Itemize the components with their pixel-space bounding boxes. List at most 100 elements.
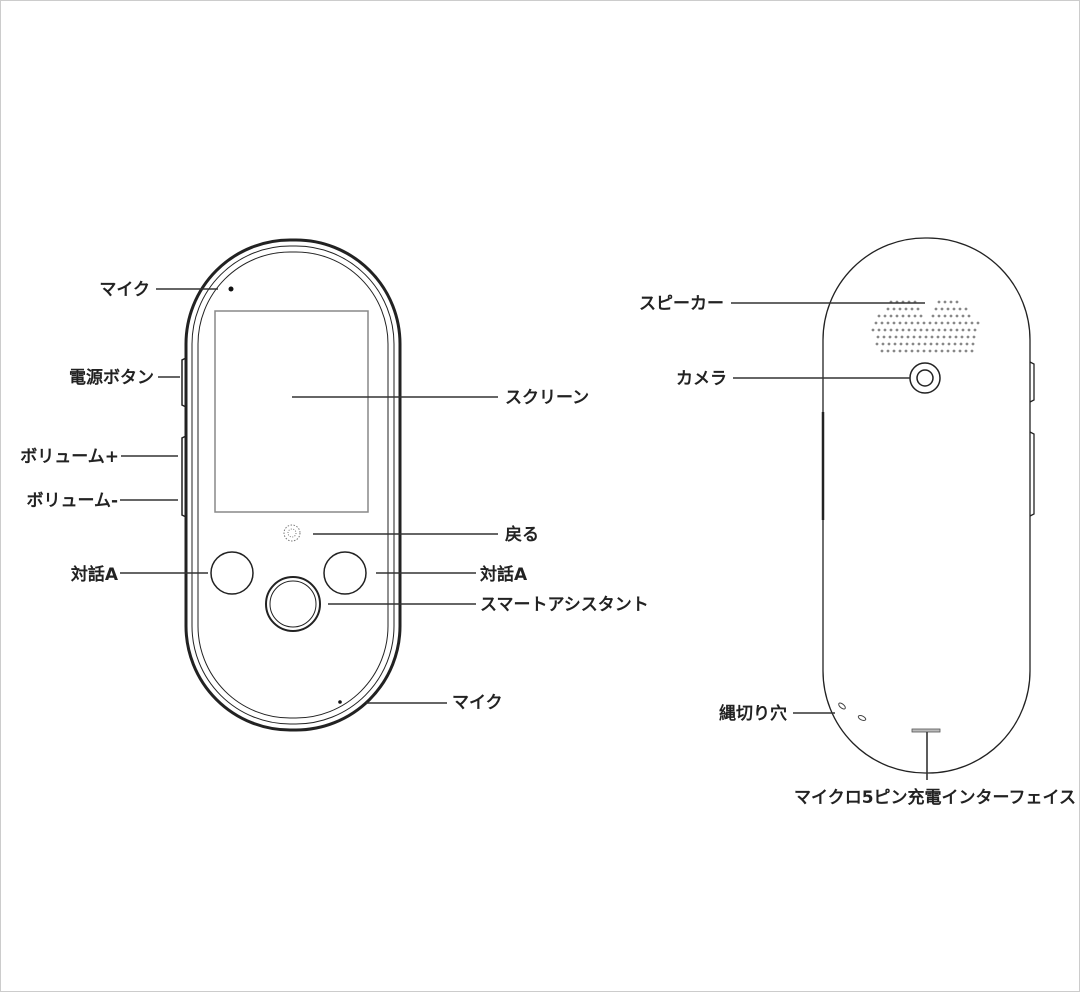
speaker-hole bbox=[893, 342, 897, 346]
speaker-hole bbox=[972, 335, 976, 339]
speaker-hole bbox=[925, 328, 929, 332]
speaker-hole bbox=[941, 342, 945, 346]
speaker-hole bbox=[911, 342, 915, 346]
speaker-hole bbox=[965, 342, 969, 346]
speaker-hole bbox=[935, 342, 939, 346]
talk-a-right-button bbox=[323, 551, 367, 595]
label-mic-top: マイク bbox=[99, 280, 150, 300]
speaker-hole bbox=[883, 328, 887, 332]
speaker-hole bbox=[876, 335, 880, 339]
speaker-hole bbox=[949, 314, 953, 318]
speaker-hole bbox=[880, 349, 884, 353]
speaker-hole bbox=[958, 307, 962, 311]
speaker-hole bbox=[874, 321, 878, 325]
speaker-hole bbox=[910, 307, 914, 311]
speaker-hole bbox=[937, 328, 941, 332]
speaker-hole bbox=[901, 328, 905, 332]
speaker-hole bbox=[947, 342, 951, 346]
speaker-hole bbox=[892, 307, 896, 311]
speaker-hole bbox=[949, 300, 953, 304]
charge-port bbox=[911, 728, 941, 733]
speaker-hole bbox=[929, 342, 933, 346]
label-camera: カメラ bbox=[676, 369, 727, 389]
speaker-hole bbox=[961, 328, 965, 332]
speaker-hole bbox=[943, 314, 947, 318]
label-volume-up: ボリューム+ bbox=[20, 447, 119, 467]
front-bezel bbox=[191, 245, 395, 725]
speaker-hole bbox=[937, 300, 941, 304]
speaker-hole bbox=[934, 349, 938, 353]
speaker-hole bbox=[952, 321, 956, 325]
label-mic-bottom: マイク bbox=[452, 693, 503, 713]
side-button-power bbox=[1029, 361, 1035, 403]
speaker-hole bbox=[959, 342, 963, 346]
speaker-hole bbox=[952, 349, 956, 353]
speaker-hole bbox=[918, 335, 922, 339]
speaker-hole bbox=[888, 335, 892, 339]
front-outer-shell bbox=[184, 238, 402, 732]
label-talk-a-left: 対話A bbox=[70, 564, 119, 585]
speaker-hole bbox=[906, 335, 910, 339]
speaker-hole bbox=[958, 349, 962, 353]
speaker-hole bbox=[967, 314, 971, 318]
side-button-volume bbox=[1029, 431, 1035, 517]
speaker-hole bbox=[875, 342, 879, 346]
speaker-hole bbox=[928, 321, 932, 325]
speaker-hole bbox=[898, 321, 902, 325]
front-inner-bezel bbox=[197, 251, 389, 719]
power-button bbox=[181, 357, 187, 408]
speaker-hole bbox=[882, 335, 886, 339]
speaker-hole bbox=[961, 314, 965, 318]
speaker-hole bbox=[899, 342, 903, 346]
speaker-hole bbox=[889, 314, 893, 318]
speaker-hole bbox=[971, 342, 975, 346]
label-screen: スクリーン bbox=[505, 388, 589, 408]
speaker-hole bbox=[936, 335, 940, 339]
speaker-hole bbox=[931, 314, 935, 318]
speaker-hole bbox=[964, 321, 968, 325]
speaker-hole bbox=[907, 328, 911, 332]
speaker-hole bbox=[946, 321, 950, 325]
speaker-hole bbox=[954, 335, 958, 339]
speaker-hole bbox=[940, 349, 944, 353]
speaker-hole bbox=[930, 335, 934, 339]
speaker-hole bbox=[937, 314, 941, 318]
back-device bbox=[821, 237, 1035, 774]
assistant-button bbox=[265, 576, 321, 632]
speaker-hole bbox=[976, 321, 980, 325]
camera-ring bbox=[909, 362, 941, 394]
speaker-hole bbox=[905, 342, 909, 346]
speaker-hole bbox=[917, 342, 921, 346]
volume-buttons bbox=[181, 435, 187, 518]
speaker-hole bbox=[898, 307, 902, 311]
speaker-hole bbox=[958, 321, 962, 325]
speaker-hole bbox=[904, 307, 908, 311]
strap-hole bbox=[838, 702, 846, 710]
speaker-hole bbox=[913, 314, 917, 318]
speaker-hole bbox=[904, 349, 908, 353]
speaker-grille bbox=[871, 300, 980, 353]
speaker-hole bbox=[916, 321, 920, 325]
label-talk-a-right: 対話A bbox=[479, 564, 528, 585]
speaker-hole bbox=[913, 328, 917, 332]
speaker-hole bbox=[922, 349, 926, 353]
speaker-hole bbox=[883, 314, 887, 318]
speaker-hole bbox=[922, 321, 926, 325]
speaker-hole bbox=[895, 328, 899, 332]
speaker-hole bbox=[912, 335, 916, 339]
speaker-hole bbox=[924, 335, 928, 339]
speaker-hole bbox=[907, 314, 911, 318]
back-shell bbox=[822, 237, 1031, 774]
speaker-hole bbox=[940, 321, 944, 325]
speaker-hole bbox=[934, 307, 938, 311]
label-smart-assistant: スマートアシスタント bbox=[480, 595, 649, 615]
speaker-hole bbox=[942, 335, 946, 339]
speaker-hole bbox=[894, 335, 898, 339]
speaker-hole bbox=[916, 307, 920, 311]
speaker-hole bbox=[886, 307, 890, 311]
speaker-hole bbox=[953, 342, 957, 346]
speaker-hole bbox=[946, 307, 950, 311]
mic-top-hole bbox=[228, 286, 234, 292]
